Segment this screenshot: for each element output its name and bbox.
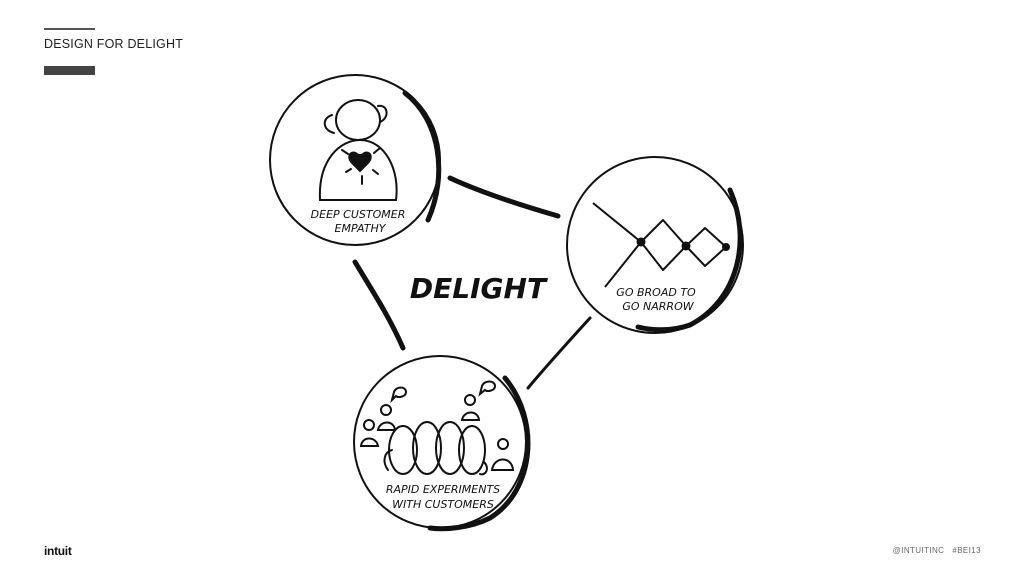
node-experiments-label-line-2: WITH CUSTOMERS bbox=[392, 498, 494, 511]
diverge-converge-icon bbox=[592, 202, 730, 288]
hashtag: #BEI13 bbox=[952, 546, 981, 555]
node-broad-narrow-label-line-1: GO BROAD TO bbox=[616, 286, 696, 299]
node-broad-narrow-label-line-2: GO NARROW bbox=[622, 300, 694, 313]
intuit-logo: intuit bbox=[44, 544, 72, 558]
header-rule bbox=[44, 28, 95, 30]
node-broad-narrow-circle bbox=[566, 156, 744, 334]
node-broad-narrow-accent bbox=[635, 187, 743, 333]
center-label: DELIGHT bbox=[410, 272, 548, 305]
node-experiments-label-line-1: RAPID EXPERIMENTS bbox=[386, 483, 500, 496]
slide-title: DESIGN FOR DELIGHT bbox=[44, 37, 184, 51]
connector-broad-experiments bbox=[526, 316, 592, 390]
footer-tags: @INTUITINC #BEI13 bbox=[893, 546, 981, 555]
node-empathy-label-line-1: DEEP CUSTOMER bbox=[311, 208, 406, 221]
connector-empathy-broad bbox=[447, 175, 561, 219]
node-experiments: RAPID EXPERIMENTS WITH CUSTOMERS bbox=[353, 355, 531, 532]
node-experiments-accent bbox=[427, 375, 531, 532]
node-empathy: DEEP CUSTOMER EMPATHY bbox=[269, 74, 442, 246]
node-empathy-accent bbox=[402, 90, 442, 223]
heart-person-icon bbox=[318, 99, 398, 201]
people-loops-icon bbox=[359, 380, 515, 476]
connector-empathy-experiments bbox=[352, 259, 406, 351]
node-broad-narrow: GO BROAD TO GO NARROW bbox=[566, 156, 744, 334]
node-empathy-label-line-2: EMPATHY bbox=[335, 222, 387, 235]
header-bar bbox=[44, 66, 95, 75]
social-handle: @INTUITINC bbox=[892, 546, 945, 555]
